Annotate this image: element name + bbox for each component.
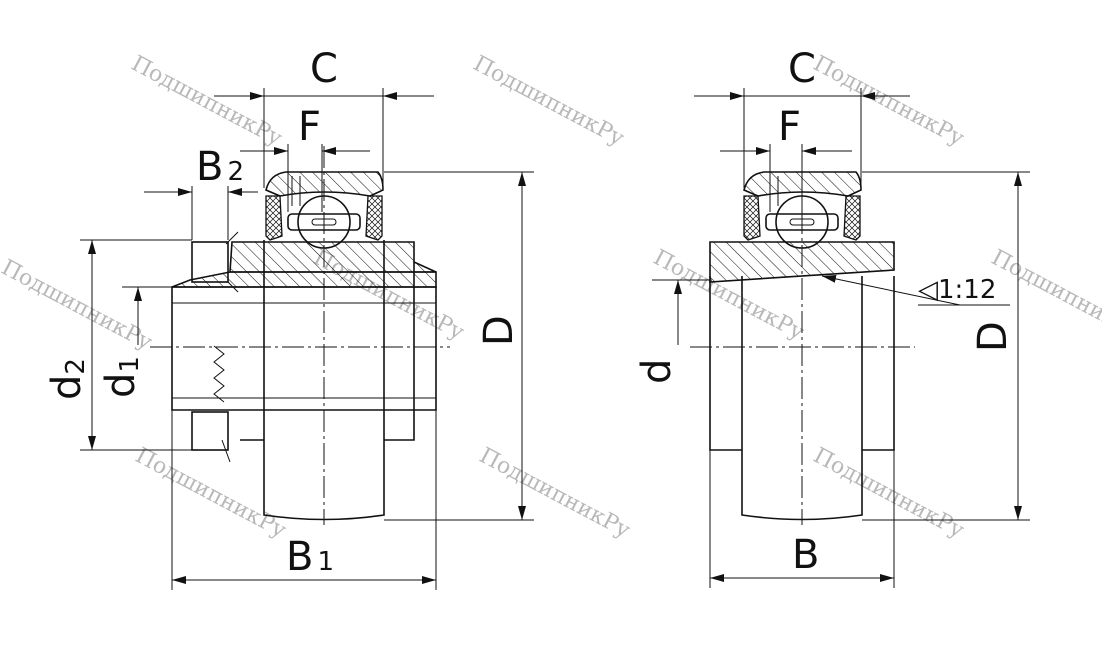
sleeve-inner [172, 302, 436, 399]
watermark: ПодшипникРу [0, 255, 156, 355]
watermark: ПодшипникРу [469, 51, 628, 151]
inner-ring-step [240, 262, 415, 441]
inner-ring-section [709, 241, 895, 283]
outer-ring-section [265, 171, 384, 197]
left-bearing-view [150, 146, 450, 525]
label-d1: d1 [98, 356, 145, 398]
inner-ring-section [229, 241, 437, 273]
outer-ring-groove [291, 176, 301, 206]
inner-ring-body [741, 276, 863, 521]
label-b: B [792, 532, 819, 578]
sleeve-section [171, 271, 437, 288]
label-f: F [298, 104, 321, 150]
label-d-outer: D [970, 321, 1016, 352]
label-d-outer: D [476, 315, 522, 346]
label-c: C [788, 46, 816, 92]
right-seal [843, 195, 861, 241]
label-d-bore: d [634, 359, 680, 384]
ball-center [311, 218, 337, 226]
left-seal [265, 195, 283, 241]
watermark: ПодшипникРу [809, 443, 968, 543]
cage [287, 213, 361, 231]
watermark: ПодшипникРу [127, 51, 286, 151]
watermark: ПодшипникРу [475, 443, 634, 543]
inner-ring-body [263, 240, 385, 521]
taper-leader [821, 274, 961, 306]
left-seal [743, 195, 761, 241]
cage [765, 213, 839, 231]
label-c: C [310, 46, 338, 92]
right-seal [365, 195, 383, 241]
watermark: ПодшипникРу [809, 51, 968, 151]
label-d2: d2 [44, 358, 91, 400]
ball [297, 195, 351, 249]
label-f: F [778, 104, 801, 150]
lock-nut-lower [191, 411, 229, 451]
label-taper: ◁1:12 [918, 275, 996, 305]
ball-center [789, 218, 815, 226]
watermark: ПодшипникРу [131, 443, 290, 543]
right-dimensions: C F d ◁1:12 D B [634, 46, 1030, 588]
